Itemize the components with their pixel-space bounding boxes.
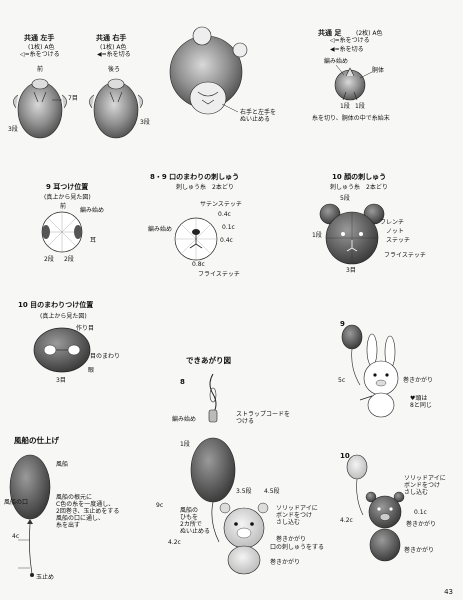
balloon-label: 風船 xyxy=(56,461,69,468)
french-label: フレンチ xyxy=(380,219,405,226)
face-fly-label: フライステッチ xyxy=(384,252,426,259)
finished-title: できあがり図 xyxy=(186,356,231,365)
finished-dim-9c: 9c xyxy=(156,502,164,509)
small-bear-diagram xyxy=(346,454,405,562)
finished-balloon-bear-diagram xyxy=(190,373,269,575)
bear-dim-4-2c: 4.2c xyxy=(340,517,353,524)
stitch-label: ステッチ xyxy=(386,237,411,244)
finished-wind-label-2: 巻きかがり xyxy=(270,559,301,566)
finished-dim-4-2c: 4.2c xyxy=(168,539,181,546)
knot-label: ノット xyxy=(386,228,404,235)
head-with-hands-diagram xyxy=(169,26,248,115)
balloon-steps-note: 風船の根元に C色の糸を一度通し、 2回巻き、玉止めをする 風船の口に通し、 糸… xyxy=(56,494,120,529)
left-hand-title: 共通 左手 xyxy=(24,34,55,42)
eye-label: 眼 xyxy=(88,367,95,374)
mouth-embroidery-title: 8・9 口のまわりの刺しゅう xyxy=(150,173,240,181)
hand-label-back: 後ろ xyxy=(108,66,121,73)
rabbit-dim-5c: 5c xyxy=(338,377,346,384)
balloon-mouth-label: 風船の口 xyxy=(4,499,29,506)
hand-label-front: 前 xyxy=(37,66,44,73)
eye-position-subtitle: (真上から見た図) xyxy=(40,313,87,320)
rabbit-diagram xyxy=(341,324,399,418)
finished-start-label: 編み始め xyxy=(172,416,197,423)
bear-wind-label: 巻きかがり xyxy=(406,521,437,528)
ear-position-diagram xyxy=(41,211,83,253)
eye-around-label: 目のまわり xyxy=(90,353,121,360)
rabbit-step-9: 9 xyxy=(340,320,345,328)
balloon-string-note: 風船の ひもを 2カ所で ぬい止める xyxy=(180,507,211,535)
ear-position-subtitle: (真上から見た図) xyxy=(44,194,91,201)
eye-position-title: 10 目のまわりつけ位置 xyxy=(18,301,94,309)
mouth-dim-2: 0.1c xyxy=(222,224,235,231)
right-hand-row-3: 3段 xyxy=(140,119,150,126)
foot-start-label: 編み始め xyxy=(324,58,349,65)
ear-row-2a: 2段 xyxy=(44,256,54,263)
fly-stitch-label: フライステッチ xyxy=(198,271,240,278)
mouth-start-label: 編み始め xyxy=(148,226,173,233)
eye-row-3: 3目 xyxy=(56,377,66,384)
face-embroidery-diagram xyxy=(319,203,385,265)
eye-start-label: 作り目 xyxy=(76,325,95,332)
ear-start-label: 編み始め xyxy=(80,207,105,214)
rabbit-wind-label: 巻きかがり xyxy=(403,377,434,384)
strap-note: ストラップコードを つける xyxy=(236,411,291,425)
left-hand-row-3: 3段 xyxy=(8,126,18,133)
face-row-3: 3目 xyxy=(346,267,356,274)
right-hand-subtitle: (1枚) A色 xyxy=(100,44,127,51)
right-hand-title: 共通 右手 xyxy=(96,34,127,42)
finished-step-8: 8 xyxy=(180,378,185,386)
sew-hands-note: 右手と左手を ぬい止める xyxy=(240,109,277,123)
foot-row-1b: 1段 xyxy=(355,103,365,110)
finished-row-4-5: 4.5段 xyxy=(264,488,280,495)
bear-dim-0-1c: 0.1c xyxy=(414,509,427,516)
finished-solid-eye-note: ソリッドアイに ボンドをつけ さし込む xyxy=(276,505,318,526)
ear-row-2b: 2段 xyxy=(64,256,74,263)
face-embroidery-subtitle: 刺しゅう糸 2本どり xyxy=(330,184,388,191)
page-number: 43 xyxy=(444,588,453,596)
eye-position-diagram xyxy=(33,327,91,373)
finished-wind-label: 巻きかがり xyxy=(276,536,307,543)
mouth-dim-1: 0.4c xyxy=(218,211,231,218)
bear-wind-label-2: 巻きかがり xyxy=(404,547,435,554)
mouth-embroidery-subtitle: 刺しゅう糸 2本どり xyxy=(176,184,234,191)
finished-mouth-label: 口の刺しゅうをする xyxy=(270,544,325,551)
balloon-dim-4c: 4c xyxy=(12,533,20,540)
rabbit-head-note: ♥頭は 8と同じ xyxy=(410,395,432,409)
mouth-embroidery-diagram xyxy=(174,217,218,261)
foot-diagram xyxy=(334,64,373,101)
foot-body-label: 胴体 xyxy=(372,67,385,74)
balloon-knot-label: 玉止め xyxy=(36,574,55,581)
finished-row-1: 1段 xyxy=(180,441,190,448)
hand-row-7: 7目 xyxy=(68,95,78,102)
left-hand-subtitle: (1枚) A色 xyxy=(28,44,55,51)
face-row-5: 5段 xyxy=(340,195,350,202)
foot-subtitle: (2枚) A色 xyxy=(356,30,383,37)
bear-solid-eye-note: ソリッドアイに ボンドをつけ さし込む xyxy=(404,475,446,496)
foot-note: 糸を切り、胴体の中で糸始末 xyxy=(312,115,390,122)
finished-row-3-5: 3.5段 xyxy=(236,488,252,495)
face-row-1: 1段 xyxy=(312,232,322,239)
foot-title: 共通 足 xyxy=(318,29,342,37)
foot-legend-cut: ◀=糸を切る xyxy=(330,46,364,53)
hands-legend-cut: ◀=糸を切る xyxy=(97,51,131,58)
foot-row-1a: 1段 xyxy=(340,103,350,110)
bear-step-10: 10 xyxy=(340,452,350,460)
ear-label: 耳 xyxy=(90,237,97,244)
balloon-finishing-title: 風船の仕上げ xyxy=(14,436,59,445)
left-hand-diagram xyxy=(13,78,67,139)
ear-position-title: 9 耳つけ位置 xyxy=(46,183,89,191)
mouth-dim-4: 0.8c xyxy=(192,261,205,268)
satin-stitch-label: サテンステッチ xyxy=(200,201,242,208)
mouth-dim-3: 0.4c xyxy=(220,237,233,244)
right-hand-diagram xyxy=(89,78,143,139)
hands-legend-attach: ◁=糸をつける xyxy=(20,51,60,58)
ear-front-label: 前 xyxy=(60,203,67,210)
foot-legend-attach: ◁=糸をつける xyxy=(330,37,370,44)
face-embroidery-title: 10 顔の刺しゅう xyxy=(332,173,387,181)
balloon-finishing-diagram xyxy=(9,454,51,577)
